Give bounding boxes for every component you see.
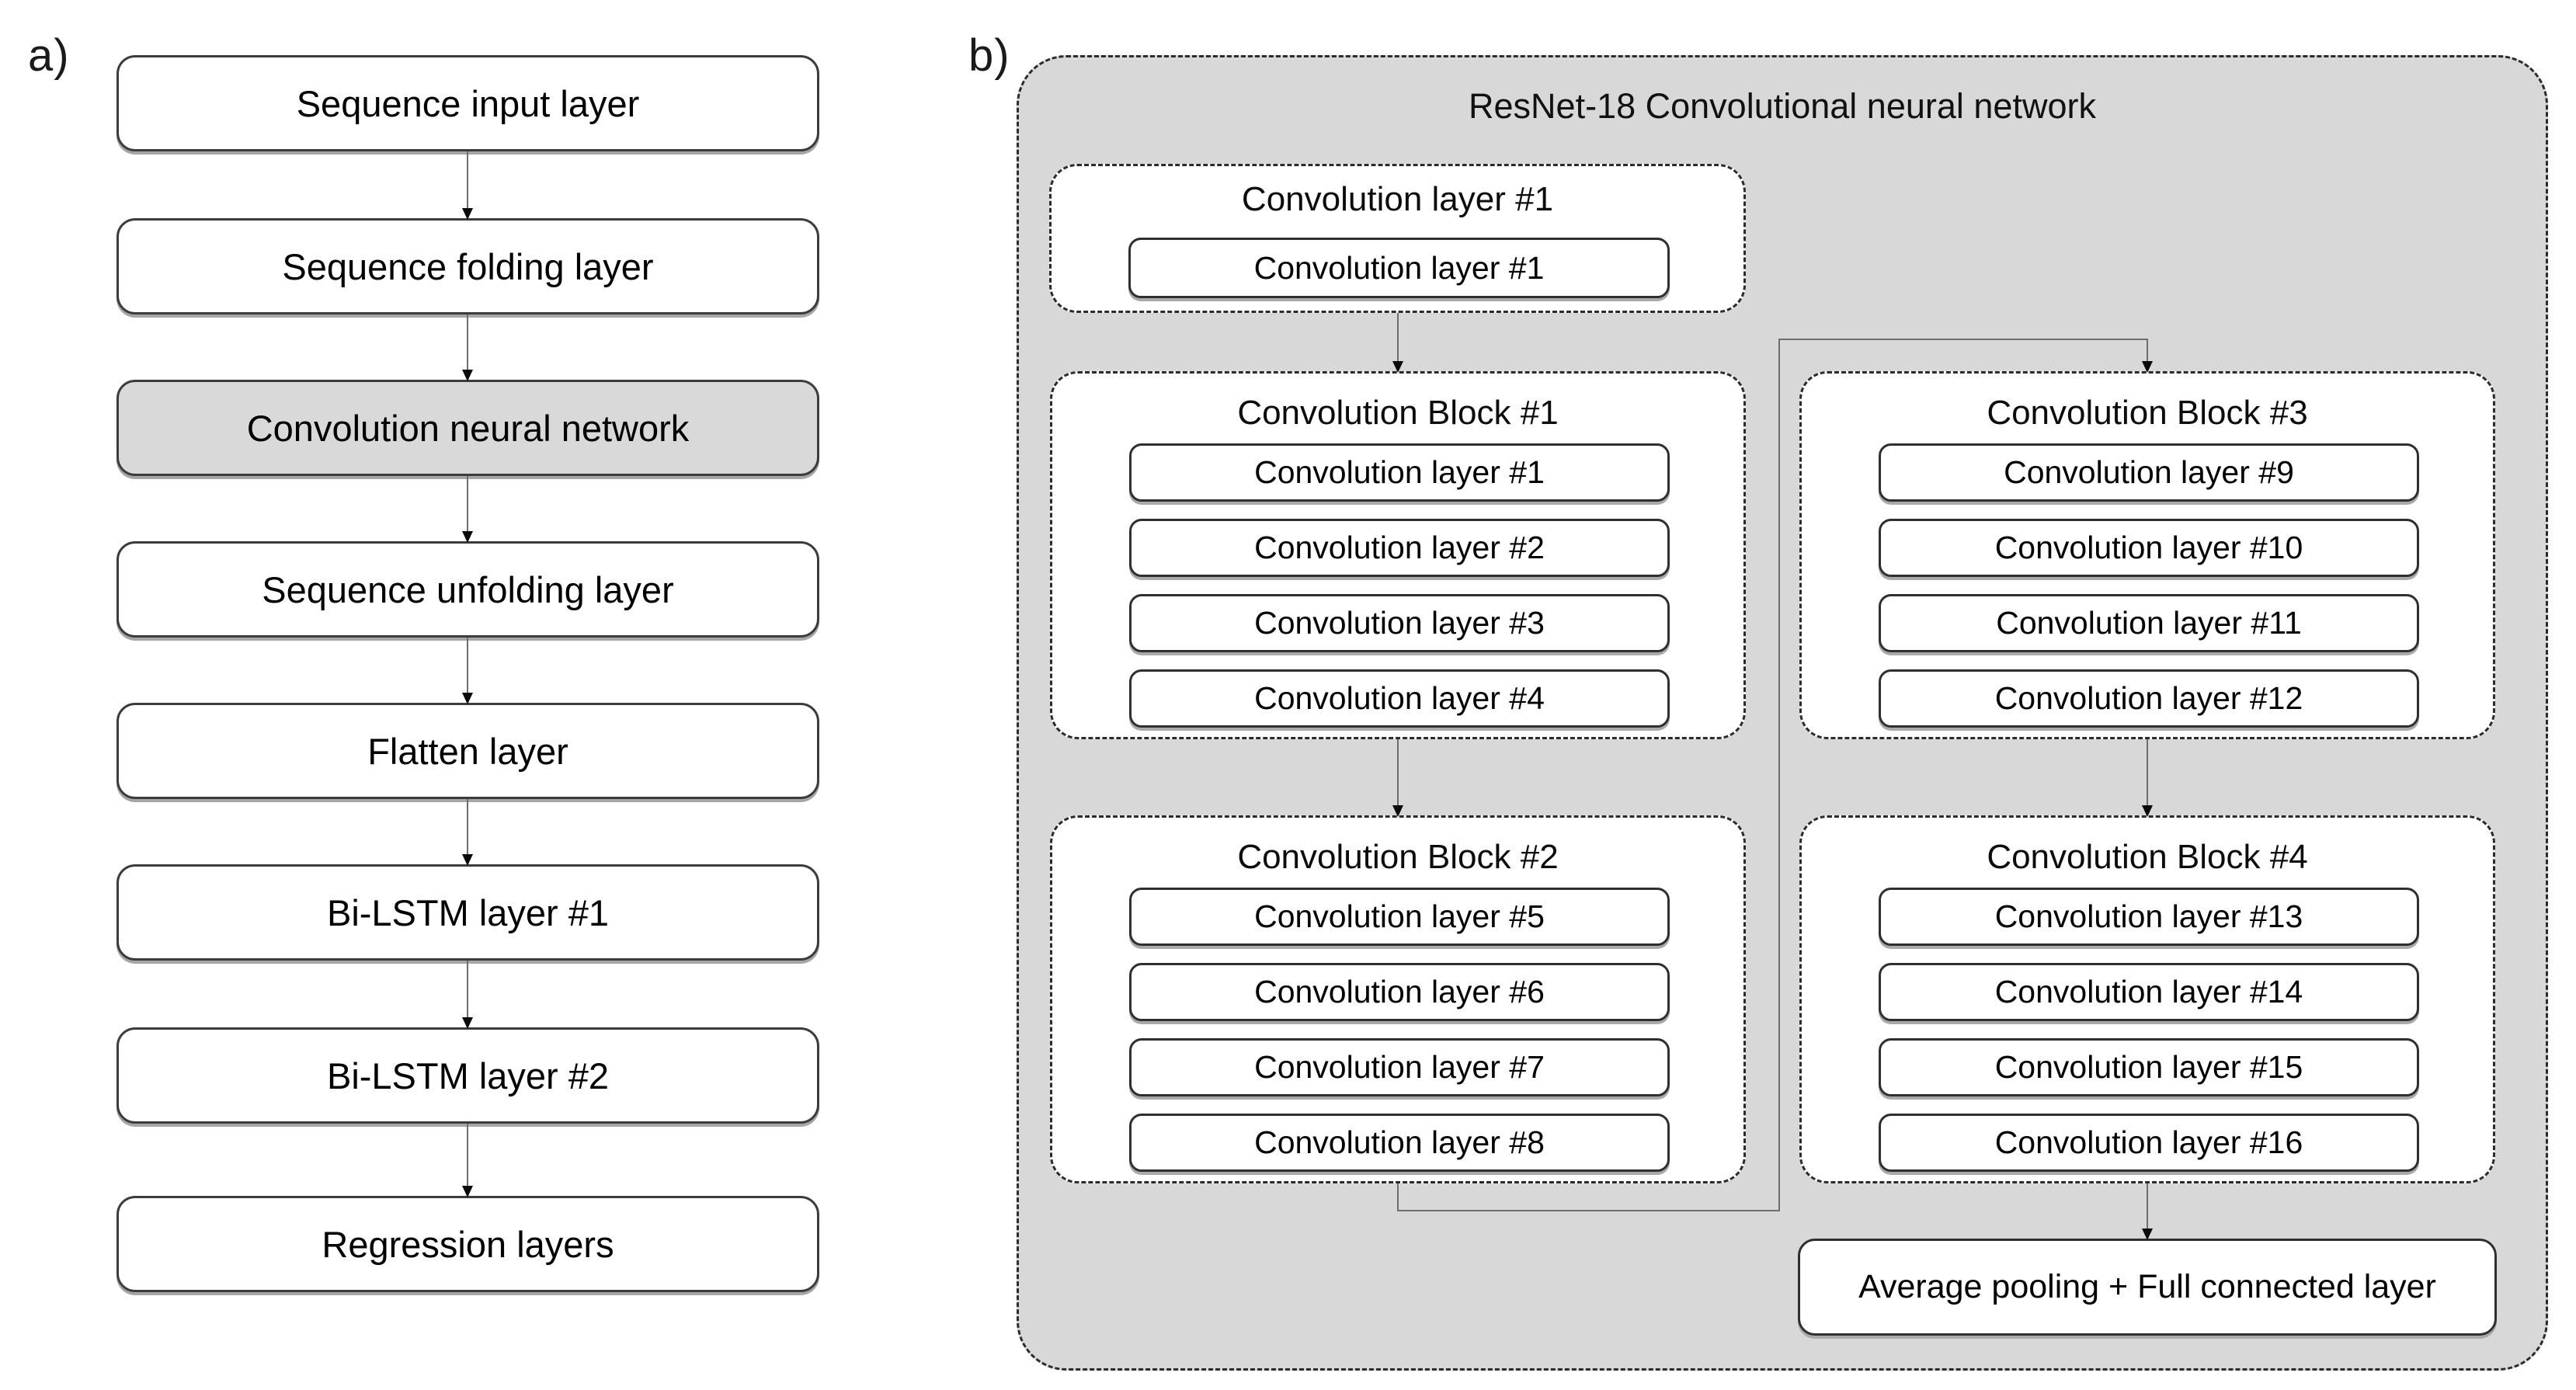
box-average-pooling-fc: Average pooling + Full connected layer (1798, 1239, 2497, 1336)
group-convolution-layer-1-title: Convolution layer #1 (1241, 180, 1554, 218)
box-sequence-unfolding-layer: Sequence unfolding layer (116, 541, 819, 638)
box-sequence-folding-layer: Sequence folding layer (116, 218, 819, 314)
conv-block-2-title: Convolution Block #2 (1237, 838, 1559, 876)
layerbox-conv-12: Convolution layer #12 (1879, 669, 2419, 728)
conv-block-4-title: Convolution Block #4 (1987, 838, 2308, 876)
layerbox-conv-15: Convolution layer #15 (1879, 1038, 2419, 1096)
layerbox-conv-5: Convolution layer #5 (1129, 888, 1670, 946)
resnet-title: ResNet-18 Convolutional neural network (1469, 86, 2096, 126)
layerbox-conv-13: Convolution layer #13 (1879, 888, 2419, 946)
arrow-a-3 (462, 476, 473, 543)
arrow-block4-to-output (2142, 1183, 2153, 1240)
layerbox-conv-3: Convolution layer #3 (1129, 594, 1670, 652)
box-sequence-input-layer: Sequence input layer (116, 55, 819, 151)
layerbox-conv-8: Convolution layer #8 (1129, 1114, 1670, 1172)
box-convolution-neural-network: Convolution neural network (116, 380, 819, 476)
conv-block-3-title: Convolution Block #3 (1987, 394, 2308, 432)
layerbox-conv-14: Convolution layer #14 (1879, 963, 2419, 1021)
box-bilstm-layer-2: Bi-LSTM layer #2 (116, 1027, 819, 1124)
layerbox-conv-10: Convolution layer #10 (1879, 519, 2419, 577)
arrow-a-6 (462, 961, 473, 1029)
arrow-block1-to-block2 (1392, 739, 1403, 817)
layerbox-conv-4: Convolution layer #4 (1129, 669, 1670, 728)
arrow-a-7 (462, 1124, 473, 1197)
layerbox-conv-11: Convolution layer #11 (1879, 594, 2419, 652)
arrow-into-block3 (2142, 339, 2153, 373)
layerbox-conv-1-stem: Convolution layer #1 (1128, 238, 1670, 298)
arrow-a-4 (462, 638, 473, 704)
panel-b-label: b) (968, 30, 1010, 81)
layerbox-conv-16: Convolution layer #16 (1879, 1114, 2419, 1172)
connector-riser (1778, 339, 1780, 1211)
conv-block-3: Convolution Block #3 Convolution layer #… (1799, 371, 2495, 739)
box-regression-layers: Regression layers (116, 1196, 819, 1292)
layerbox-conv-7: Convolution layer #7 (1129, 1038, 1670, 1096)
arrow-block3-to-block4 (2142, 739, 2153, 817)
layerbox-conv-6: Convolution layer #6 (1129, 963, 1670, 1021)
layerbox-conv-9: Convolution layer #9 (1879, 443, 2419, 502)
box-flatten-layer: Flatten layer (116, 703, 819, 799)
panel-a-label: a) (28, 30, 70, 81)
conv-block-4: Convolution Block #4 Convolution layer #… (1799, 815, 2495, 1183)
arrow-a-1 (462, 151, 473, 220)
arrow-a-2 (462, 314, 473, 381)
layerbox-conv-2: Convolution layer #2 (1129, 519, 1670, 577)
connector-top-right (1778, 339, 2148, 340)
group-convolution-layer-1: Convolution layer #1 Convolution layer #… (1049, 164, 1746, 313)
arrow-stem-to-block1 (1392, 313, 1403, 373)
arrow-a-5 (462, 799, 473, 866)
layerbox-conv-1: Convolution layer #1 (1129, 443, 1670, 502)
conv-block-1-title: Convolution Block #1 (1237, 394, 1559, 432)
conv-block-1: Convolution Block #1 Convolution layer #… (1050, 371, 1746, 739)
box-bilstm-layer-1: Bi-LSTM layer #1 (116, 864, 819, 961)
connector-block2-down (1397, 1183, 1399, 1211)
conv-block-2: Convolution Block #2 Convolution layer #… (1050, 815, 1746, 1183)
connector-block2-right (1397, 1210, 1780, 1211)
